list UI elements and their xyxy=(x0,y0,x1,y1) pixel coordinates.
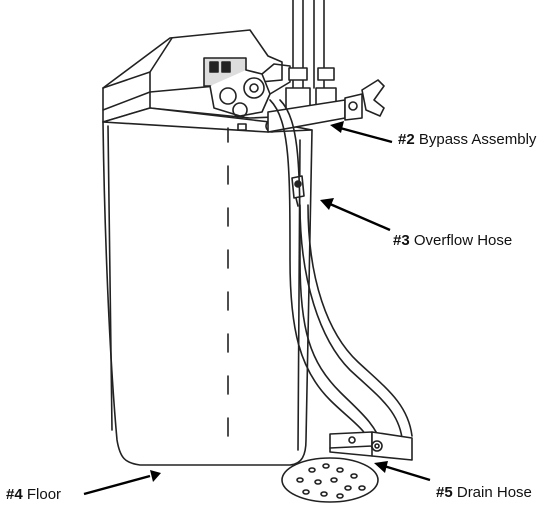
drain-hoses xyxy=(269,99,413,449)
bypass-arrow xyxy=(330,121,393,144)
salt-tank xyxy=(102,107,313,466)
bypass-assembly xyxy=(267,79,385,133)
bypass-label: #2 Bypass Assembly xyxy=(398,131,536,149)
floor-drain xyxy=(281,457,379,503)
bypass-text: Bypass Assembly xyxy=(418,131,537,148)
drain-label: #5 Drain Hose xyxy=(436,484,532,502)
drain-arrow xyxy=(374,461,431,482)
overflow-number: #3 xyxy=(393,232,410,249)
floor-number: #4 xyxy=(6,486,23,503)
floor-text: Floor xyxy=(26,486,62,503)
overflow-arrow xyxy=(320,198,391,232)
overflow-fitting xyxy=(291,175,305,207)
overflow-text: Overflow Hose xyxy=(413,232,513,249)
overflow-label: #3 Overflow Hose xyxy=(393,232,512,250)
floor-arrow xyxy=(83,470,161,496)
drain-number: #5 xyxy=(436,484,453,501)
floor-label: #4 Floor xyxy=(6,486,61,504)
bypass-number: #2 xyxy=(398,131,415,148)
control-valve xyxy=(203,57,291,133)
drain-text: Drain Hose xyxy=(456,484,532,501)
tank-lid xyxy=(102,29,301,123)
drain-bracket xyxy=(329,431,413,461)
supply-pipes xyxy=(285,0,337,111)
